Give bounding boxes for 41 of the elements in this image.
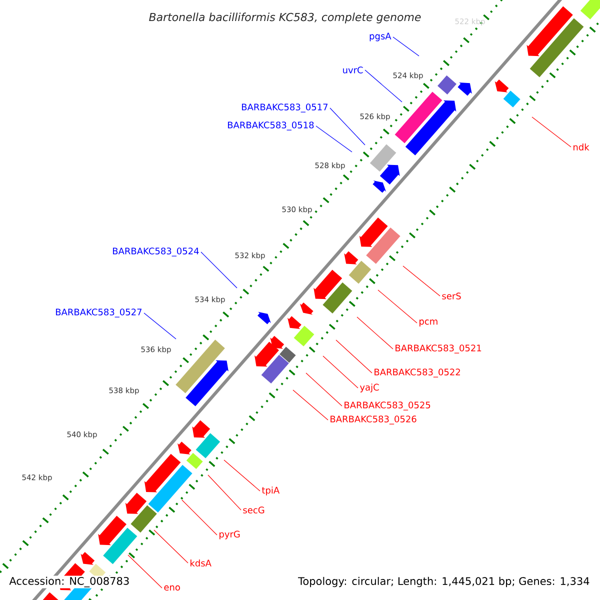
gene-label: uvrC [343, 66, 363, 74]
leader-line [356, 316, 394, 350]
gene-label: BARBAKC583_0518 [228, 122, 314, 130]
leader-line [144, 312, 176, 340]
leader-line [532, 116, 572, 148]
gene-label: secG [243, 506, 264, 514]
leader-line [330, 108, 366, 146]
leader-line [322, 356, 358, 388]
leader-line [224, 460, 260, 492]
leader-line [378, 290, 418, 324]
gene-label: BARBAKC583_0517 [242, 104, 328, 112]
gene-label: BARBAKC583_0524 [113, 248, 199, 256]
gene-label: serS [442, 292, 461, 300]
leader-line [208, 474, 242, 510]
gene-label: pgsA [370, 32, 392, 42]
gene-label: kdsA [190, 560, 212, 566]
accession-text: Accession: NC_008783 [8, 576, 131, 588]
gene-label: BARBAKC583_0522 [374, 368, 460, 378]
leader-line [402, 266, 440, 296]
leader-line [200, 252, 238, 288]
gene-label: pyrG [220, 530, 240, 540]
gene-label: BARBAKC583_0525 [344, 402, 430, 410]
gene-label: pcm [420, 320, 438, 326]
leader-line [182, 500, 218, 536]
leader-line [316, 126, 352, 152]
leader-line [292, 390, 328, 420]
leader-line [306, 372, 342, 406]
leader-line [392, 36, 420, 56]
topology-text: Topology: circular; Length: 1,445,021 bp; Genes: 1,334 [297, 576, 591, 588]
gene-label: ndk [574, 144, 590, 150]
leader-line [364, 70, 402, 102]
leader-line [154, 530, 188, 564]
gene-label: BARBAKC583_0526 [330, 416, 416, 424]
leader-line [128, 554, 162, 588]
title: Bartonella bacilliformis KC583, complete genome [149, 12, 421, 24]
leader-line [336, 340, 372, 374]
gene-label: BARBAKC583_0527 [56, 308, 142, 318]
gene-label: yajC [360, 384, 379, 392]
gene-label: tpiA [262, 486, 280, 496]
gene-label: eno [164, 585, 180, 591]
gene-label: BARBAKC583_0521 [396, 344, 482, 354]
